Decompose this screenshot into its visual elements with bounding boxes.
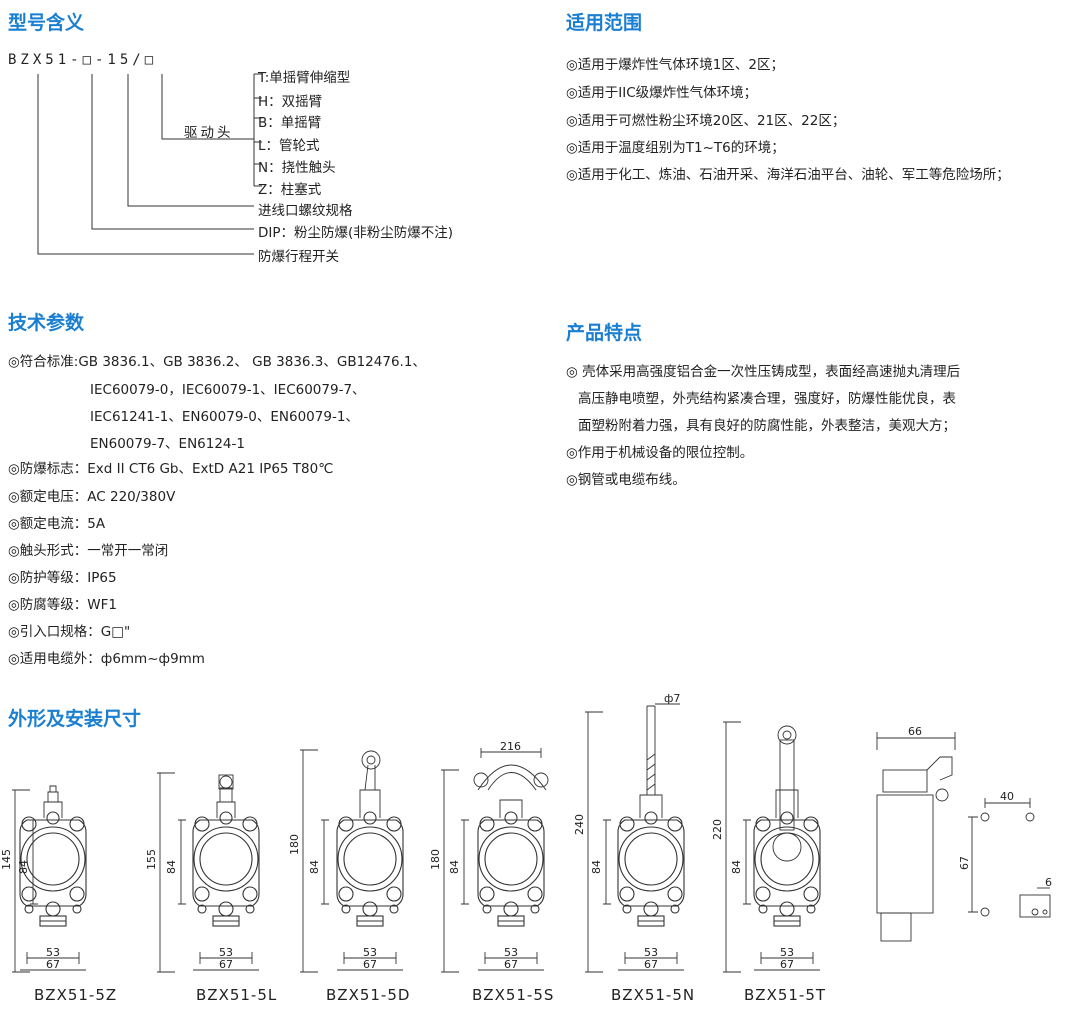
- dim-67: 67: [46, 958, 60, 971]
- scope-item: ◎适用于可燃性粉尘环境20区、21区、22区；: [566, 113, 846, 129]
- dim-84: 84: [308, 860, 321, 874]
- feature-line: ◎作用于机械设备的限位控制。: [566, 445, 754, 461]
- tech-standards-cont: IEC61241-1、EN60079-0、EN60079-1、: [90, 409, 359, 425]
- dim-height-5d: 180: [288, 834, 301, 855]
- tech-heading: 技术参数: [8, 312, 85, 334]
- dim-40: 40: [1000, 790, 1014, 803]
- tech-item: ◎额定电压：AC 220/380V: [8, 489, 176, 505]
- scope-item: ◎适用于IIC级爆炸性气体环境；: [566, 85, 758, 101]
- tech-item: ◎防护等级：IP65: [8, 570, 117, 586]
- dim-84: 84: [590, 860, 603, 874]
- caption-5n: BZX51-5N: [611, 986, 696, 1004]
- dim-84: 84: [448, 860, 461, 874]
- dim-67: 67: [644, 958, 658, 971]
- scope-item: ◎适用于温度组别为T1~T6的环境；: [566, 140, 785, 156]
- dim-216: 216: [500, 740, 521, 753]
- drive-option: L：管轮式: [258, 138, 320, 154]
- dim-53: 53: [644, 946, 658, 959]
- dim-53: 53: [219, 946, 233, 959]
- tech-item: ◎引入口规格：G□": [8, 624, 131, 640]
- tech-standards: ◎符合标准:GB 3836.1、GB 3836.2、 GB 3836.3、GB1…: [8, 354, 426, 370]
- dim-66: 66: [908, 725, 922, 738]
- caption-5s: BZX51-5S: [472, 986, 555, 1004]
- drive-option: N：挠性触头: [258, 160, 336, 176]
- scope-heading: 适用范围: [566, 12, 643, 34]
- scope-item: ◎适用于化工、炼油、石油开采、海洋石油平台、油轮、军工等危险场所；: [566, 167, 1010, 183]
- caption-5l: BZX51-5L: [196, 986, 278, 1004]
- tech-standards-cont: IEC60079-0，IEC60079-1、IEC60079-7、: [90, 382, 366, 398]
- feature-line: 高压静电喷塑，外壳结构紧凑合理，强度好，防爆性能优良，表: [578, 391, 956, 407]
- dim-53: 53: [504, 946, 518, 959]
- dim-height-5l: 155: [145, 849, 158, 870]
- dim-6: 6: [1045, 876, 1052, 889]
- dim-height-5s: 180: [429, 849, 442, 870]
- tech-standards-cont: EN60079-7、EN6124-1: [90, 436, 245, 452]
- dip-label: DIP：粉尘防爆(非粉尘防爆不注): [258, 225, 454, 241]
- scope-item: ◎适用于爆炸性气体环境1区、2区；: [566, 57, 784, 73]
- product-label: 防爆行程开关: [258, 249, 339, 265]
- feature-line: 面塑粉附着力强，具有良好的防腐性能，外表整洁，美观大方；: [578, 418, 956, 434]
- dim-53: 53: [46, 946, 60, 959]
- dim-phi7: ф7: [664, 692, 680, 705]
- thread-label: 进线口螺纹规格: [258, 203, 353, 219]
- dim-67: 67: [363, 958, 377, 971]
- drive-option: T:单摇臂伸缩型: [258, 70, 351, 86]
- dim-67: 67: [504, 958, 518, 971]
- dimension-heading: 外形及安装尺寸: [8, 708, 142, 730]
- drive-option: B：单摇臂: [258, 115, 322, 131]
- model-code: BZX51-□-15/□: [8, 52, 158, 68]
- tech-item: ◎防腐等级：WF1: [8, 597, 117, 613]
- drive-label: 驱动头: [184, 125, 234, 141]
- dim-67: 67: [219, 958, 233, 971]
- drive-option: H：双摇臂: [258, 94, 323, 110]
- tech-item: ◎适用电缆外：ф6mm~ф9mm: [8, 651, 205, 667]
- dim-53: 53: [363, 946, 377, 959]
- model-heading: 型号含义: [8, 12, 85, 34]
- dim-53: 53: [780, 946, 794, 959]
- caption-5z: BZX51-5Z: [34, 986, 118, 1004]
- feature-line: ◎钢管或电缆布线。: [566, 472, 686, 488]
- dim-84: 84: [165, 860, 178, 874]
- dim-height-5z: 145: [0, 849, 13, 870]
- feature-line: ◎ 壳体采用高强度铝合金一次性压铸成型，表面经高速抛丸清理后: [566, 364, 961, 380]
- tech-item: ◎额定电流：5A: [8, 516, 106, 532]
- dim-height-5n: 240: [573, 814, 586, 835]
- dim-height-5t: 220: [711, 819, 724, 840]
- tech-item: ◎防爆标志：Exd II CT6 Gb、ExtD A21 IP65 T80℃: [8, 461, 334, 477]
- feature-heading: 产品特点: [566, 322, 643, 344]
- dim-84: 84: [730, 860, 743, 874]
- drive-option: Z：柱塞式: [258, 182, 322, 198]
- dim-mount-67: 67: [958, 856, 971, 870]
- tech-item: ◎触头形式：一常开一常闭: [8, 543, 169, 559]
- caption-5t: BZX51-5T: [744, 986, 827, 1004]
- caption-5d: BZX51-5D: [326, 986, 411, 1004]
- dim-67: 67: [780, 958, 794, 971]
- dim-84: 84: [17, 860, 30, 874]
